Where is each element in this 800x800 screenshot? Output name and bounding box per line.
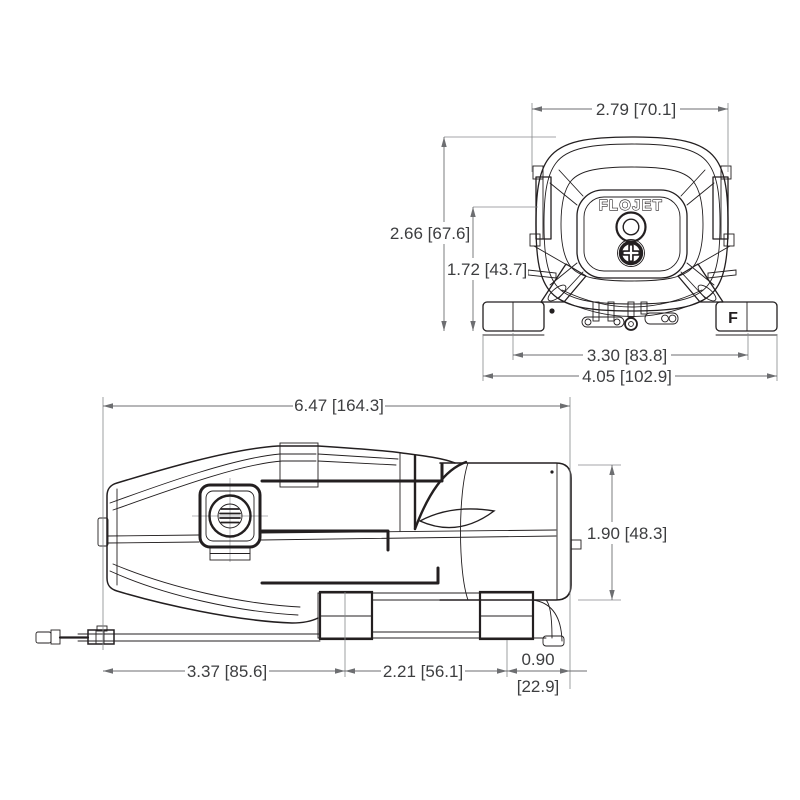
motor-side — [439, 462, 582, 601]
clamp-lever — [418, 508, 496, 529]
front-view: FLOJET — [390, 99, 778, 386]
pump-head-side — [97, 442, 557, 624]
spade-terminal — [35, 631, 52, 644]
mounting-foot-rear — [478, 590, 535, 641]
dimensions-front: 2.79 [70.1] 2.66 [67.6] 1.72 [43.7] 3.30… — [390, 99, 778, 386]
dim-front-overall-height: 2.66 [67.6] — [390, 224, 470, 243]
outlet-port-icon — [615, 211, 647, 243]
outlet-elbow — [532, 599, 563, 642]
dim-side-overall-length: 6.47 [164.3] — [294, 396, 384, 415]
dimensions-side: 6.47 [164.3] 1.90 [48.3] 3.37 [85.6] 2.2… — [102, 395, 667, 696]
top-plate — [279, 442, 319, 488]
motor-tab — [570, 539, 582, 550]
bracket-arms — [260, 462, 444, 585]
wire-connector — [87, 629, 115, 645]
mounting-foot-front — [318, 590, 374, 641]
side-view: 6.47 [164.3] 1.90 [48.3] 3.37 [85.6] 2.2… — [35, 395, 667, 696]
inlet-port-side — [192, 478, 268, 562]
dim-front-slot-spacing: 3.30 [83.8] — [587, 346, 667, 365]
dim-front-port-height: 1.72 [43.7] — [447, 260, 527, 279]
pump-body-front-outline — [535, 136, 729, 312]
corner-struts — [549, 169, 715, 299]
dim-side-rear-overhang-mm: [22.9] — [517, 677, 560, 696]
dim-side-foot-spacing: 2.21 [56.1] — [383, 662, 463, 681]
dim-side-nose-to-foot: 3.37 [85.6] — [187, 662, 267, 681]
dim-side-rear-overhang-in: 0.90 — [521, 650, 554, 669]
phillips-screw-icon — [617, 239, 645, 267]
thread-hatch — [219, 508, 241, 524]
mounting-base-front: F — [482, 245, 778, 336]
flojet-logo: FLOJET — [599, 198, 664, 214]
port-b-dot — [549, 308, 555, 314]
mounting-rail-side — [317, 590, 565, 647]
side-clips-front — [527, 165, 737, 279]
dim-side-motor-height: 1.90 [48.3] — [587, 524, 667, 543]
dim-front-body-width: 2.79 [70.1] — [596, 100, 676, 119]
dim-front-base-width: 4.05 [102.9] — [582, 367, 672, 386]
foot-f-marking: F — [728, 310, 738, 327]
wire-lead-side — [35, 625, 321, 645]
wire-terminals-front — [581, 301, 679, 331]
